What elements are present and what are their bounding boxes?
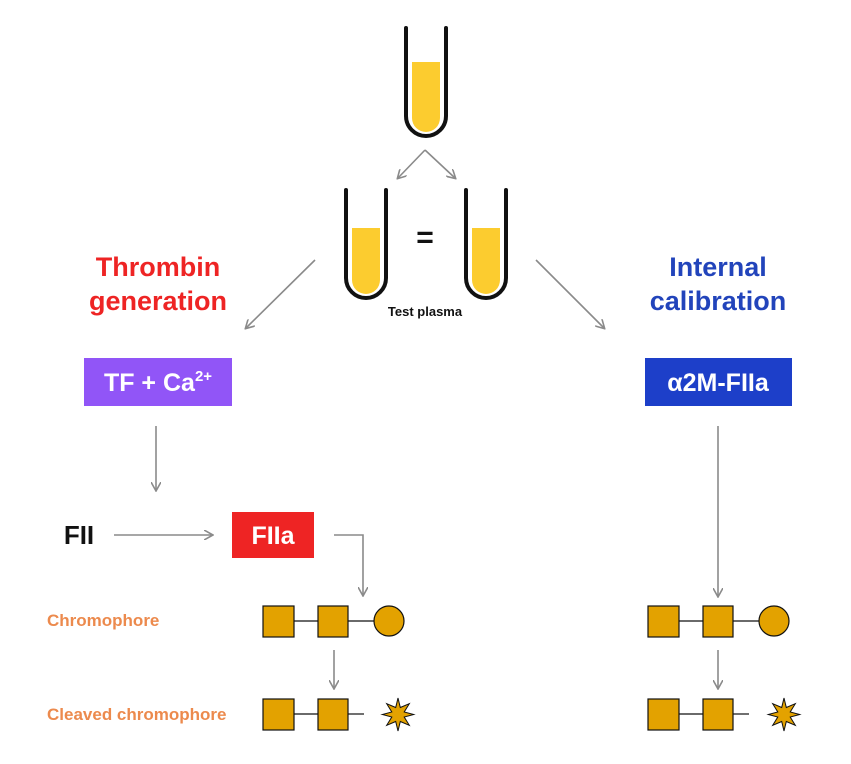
arrow-to-thrombin [246, 259, 316, 328]
tf-ca-label: TF + Ca2+ [104, 368, 212, 397]
cleaved-chromophore-right [647, 698, 749, 731]
arrow-to-calibration [535, 259, 604, 328]
internal-calibration-title-line1: Internal [669, 252, 767, 282]
chromophore-left [262, 605, 405, 638]
arrow-fiia-to-chromophore [334, 534, 363, 595]
chromophore-label: Chromophore [47, 611, 159, 630]
source-tube [404, 26, 448, 138]
tf-ca-superscript: 2+ [195, 368, 212, 385]
test-tube-left [344, 188, 388, 300]
cleaved-chromophore-label: Cleaved chromophore [47, 705, 227, 724]
test-plasma-label: Test plasma [388, 304, 463, 319]
split-arrows [398, 149, 455, 178]
fiia-label: FIIa [251, 522, 295, 550]
a2m-fiia-label: α2M-FIIa [667, 369, 770, 397]
internal-calibration-title-line2: calibration [650, 286, 787, 316]
test-tube-right [464, 188, 508, 300]
cleaved-chromophore-left [262, 698, 364, 731]
thrombin-generation-title-line2: generation [89, 286, 227, 316]
tf-ca-text: TF + Ca [104, 369, 196, 397]
thrombin-generation-title-line1: Thrombin [96, 252, 220, 282]
fii-label: FII [64, 520, 94, 550]
tf-ca-box [84, 358, 232, 406]
released-chromophore-star-left [380, 697, 416, 732]
chromophore-right [647, 605, 790, 638]
released-chromophore-star-right [766, 697, 802, 732]
equals-sign: = [416, 221, 434, 254]
a2m-fiia-box [645, 358, 792, 406]
fiia-box [232, 512, 314, 558]
